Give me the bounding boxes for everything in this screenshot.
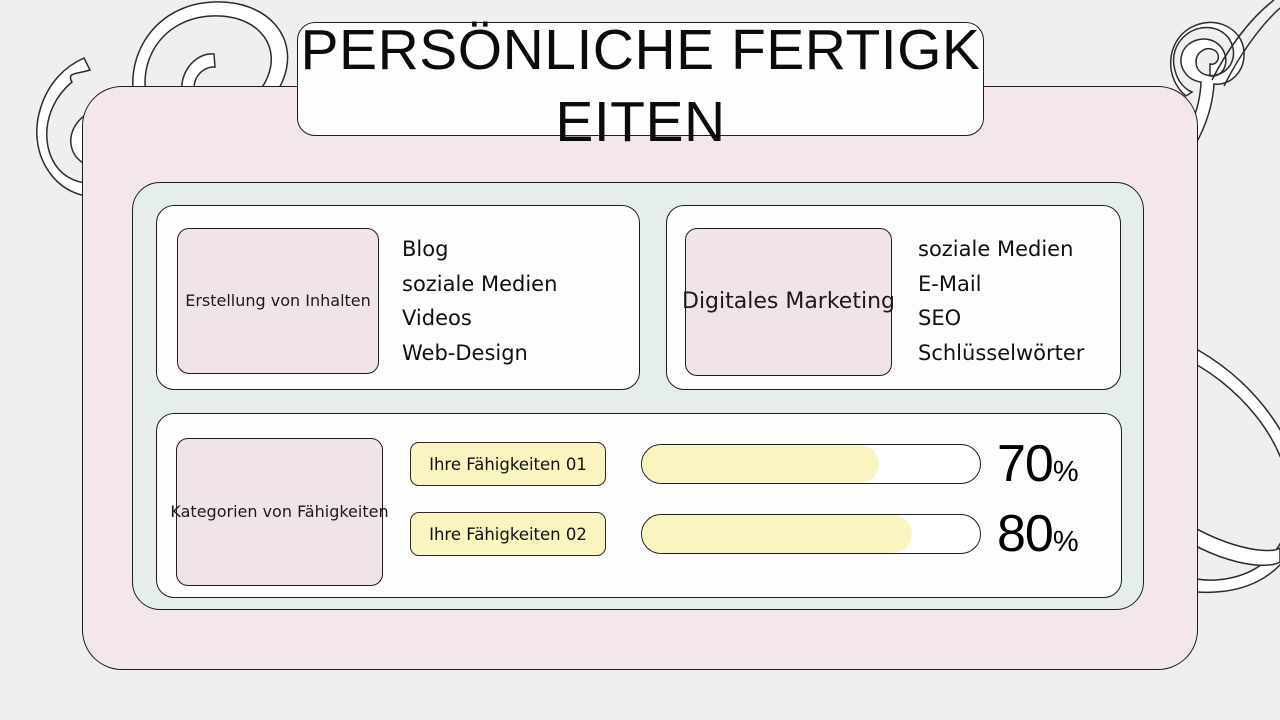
skill-progress-fill	[642, 445, 879, 483]
skill-percent: 80 %	[997, 508, 1079, 560]
title-box	[297, 22, 984, 136]
skill-progress-track[interactable]	[641, 444, 981, 484]
list-item: Schlüsselwörter	[918, 340, 1085, 365]
card-category-chip: Digitales Marketing	[682, 228, 895, 376]
skill-percent: 70 %	[997, 438, 1079, 490]
skill-card-content-creation[interactable]: Erstellung von Inhalten Blog soziale Med…	[156, 205, 640, 390]
skill-row[interactable]: Ihre Fähigkeiten 02 80 %	[410, 508, 1110, 560]
list-item: soziale Medien	[402, 271, 558, 296]
page-title: PERSÖNLICHE FERTIGKEITEN	[300, 18, 981, 154]
skills-category-chip: Kategorien von Fähigkeiten	[170, 438, 389, 586]
skill-label-text: Ihre Fähigkeiten 02	[429, 524, 587, 544]
list-item: soziale Medien	[918, 237, 1074, 261]
list-item: E-Mail	[918, 271, 982, 296]
skills-category-label: Kategorien von Fähigkeiten	[170, 502, 389, 521]
card-category-label: Erstellung von Inhalten	[185, 291, 371, 310]
skill-label-tag[interactable]: Ihre Fähigkeiten 02	[410, 512, 606, 556]
card-item-list: soziale Medien E-Mail SEO Schlüsselwörte…	[918, 232, 1084, 370]
list-item: Blog	[402, 237, 449, 261]
list-item: Videos	[402, 306, 472, 330]
card-category-chip: Erstellung von Inhalten	[177, 228, 379, 374]
skill-percent-sign: %	[1052, 456, 1079, 488]
doodle-tail-top-right-2	[1223, 7, 1280, 87]
skill-percent-sign: %	[1052, 526, 1079, 558]
skill-rows: Ihre Fähigkeiten 01 70 % Ihre Fähigkeite…	[410, 438, 1110, 578]
skill-progress-fill	[642, 515, 913, 553]
skill-percent-value: 70	[997, 435, 1054, 493]
skill-levels-card[interactable]: Kategorien von Fähigkeiten Ihre Fähigkei…	[156, 413, 1122, 598]
doodle-tail-top-right	[1211, 0, 1275, 81]
skill-progress-track[interactable]	[641, 514, 981, 554]
skill-card-digital-marketing[interactable]: Digitales Marketing soziale Medien E-Mai…	[666, 205, 1121, 390]
skill-label-text: Ihre Fähigkeiten 01	[429, 454, 587, 474]
card-item-list: Blog soziale Medien Videos Web-Design	[402, 232, 557, 370]
skill-percent-value: 80	[997, 505, 1054, 563]
skill-row[interactable]: Ihre Fähigkeiten 01 70 %	[410, 438, 1110, 490]
list-item: SEO	[918, 306, 962, 330]
skill-label-tag[interactable]: Ihre Fähigkeiten 01	[410, 442, 606, 486]
card-category-label: Digitales Marketing	[682, 289, 895, 314]
list-item: Web-Design	[402, 340, 528, 365]
